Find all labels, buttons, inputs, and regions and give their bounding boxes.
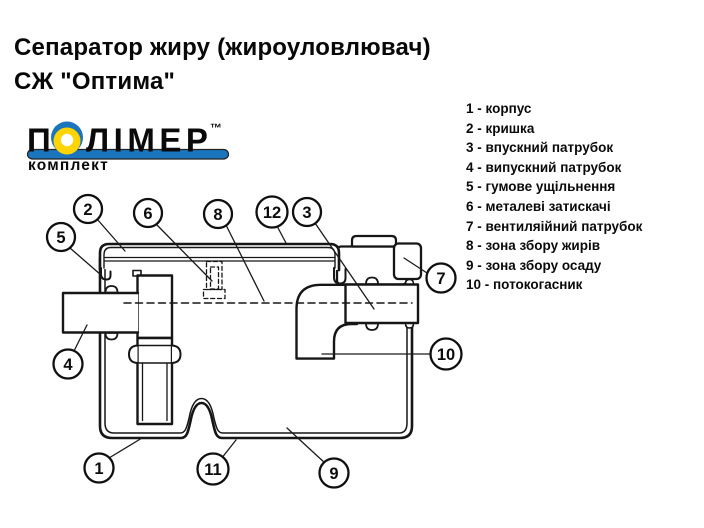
callout-label: 12 [263,204,281,222]
callout-numbers: 2 6 8 12 3 5 7 4 10 1 11 9 [56,201,455,483]
tank-lid [98,242,347,285]
logo-subtitle: комплект [28,157,109,173]
callout-label: 4 [63,356,73,374]
legend-item: 4 - випускний патрубок [466,159,622,175]
logo-trademark: ™ [210,121,222,135]
callout-label: 6 [143,205,152,223]
callout-label: 2 [83,201,92,219]
callout-label: 1 [94,460,103,478]
legend-item: 8 - зона збору жирів [466,238,600,254]
legend-item: 9 - зона збору осаду [466,257,602,273]
callout-label: 5 [56,229,65,247]
legend-item: 7 - вентиляійний патрубок [466,218,643,234]
legend-item: 1 - корпус [466,101,532,116]
outlet-pipe [61,285,140,341]
legend-item: 6 - металеві затискачі [466,198,611,214]
logo-text-prefix: П [27,122,51,159]
legend: 1 - корпус 2 - кришка 3 - впускний патру… [466,99,642,295]
callout-label: 8 [213,206,222,224]
callout-label: 7 [436,270,445,288]
legend-item: 2 - кришка [466,120,535,136]
logo-o-icon [51,121,83,155]
callout-circles [45,193,463,489]
callout-label: 3 [302,204,311,222]
page-title: Сепаратор жиру (жироуловлювач) СЖ "Оптим… [14,31,431,99]
legend-item: 5 - гумове ущільнення [466,179,616,195]
legend-item: 3 - впускний патрубок [466,140,614,156]
vent-outlet-box [392,242,423,281]
outlet-tee-assembly [128,269,182,426]
logo-swoosh-bar [26,148,230,160]
callout-label: 10 [437,346,455,364]
clamp-detail [202,260,226,300]
logo-text-suffix: ЛІМЕР [86,122,212,159]
vent-cap [350,234,398,248]
rubber-seal-right [333,267,347,285]
polimer-logo: П ЛІМЕР ™ комплект [26,119,241,173]
title-line-2: СЖ "Оптима" [14,68,176,95]
callout-label: 11 [204,461,221,479]
callout-leader-lines [69,218,431,465]
polimer-logo-graphic: П ЛІМЕР ™ комплект [26,121,230,173]
legend-item: 10 - потокогасник [466,277,583,293]
rubber-seal-left [100,267,112,281]
callout-label: 9 [329,465,338,483]
title-line-1: Сепаратор жиру (жироуловлювач) [14,34,431,61]
